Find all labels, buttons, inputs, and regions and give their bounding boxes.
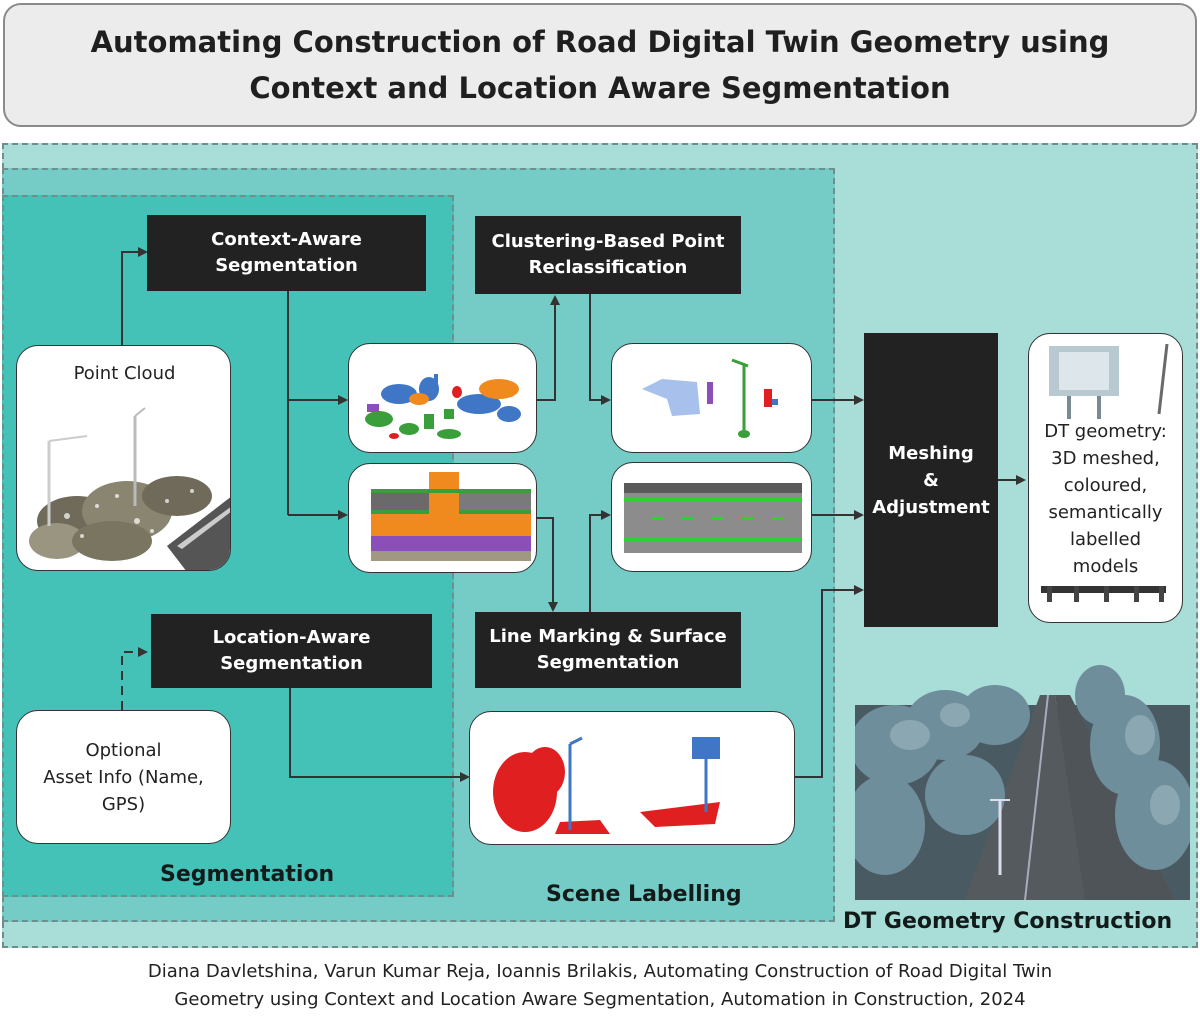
- context-segmentation-image: [365, 374, 521, 439]
- reclassification-result-card: [611, 343, 812, 453]
- output-line-2: 3D meshed,: [1051, 448, 1160, 469]
- arrow-pointcloud-to-context: [121, 247, 148, 345]
- road-mesh-image: [855, 665, 1190, 900]
- arrow-result-a-to-clustering: [537, 295, 560, 401]
- line-markings-result-card: [611, 462, 812, 572]
- point-cloud-card: Point Cloud: [16, 345, 231, 571]
- output-models-image: [1041, 343, 1169, 602]
- location-segmentation-image: [493, 736, 720, 834]
- dt-geometry-output-card: [1028, 333, 1183, 623]
- output-line-3: coloured,: [1063, 475, 1148, 496]
- context-aware-segmentation-step: Context-Aware Segmentation: [147, 215, 426, 291]
- point-cloud-image: [29, 407, 230, 570]
- location-segmentation-result-card: [469, 711, 795, 845]
- output-line-5: labelled: [1069, 529, 1142, 550]
- optional-asset-info-text: Optional Asset Info (Name, GPS): [43, 737, 204, 818]
- scene-labelling-region-label: Scene Labelling: [546, 882, 742, 907]
- dt-geometry-construction-region-label: DT Geometry Construction: [843, 909, 1173, 934]
- output-description: DT geometry: 3D meshed, coloured, semant…: [1028, 418, 1183, 580]
- clustering-label-1: Clustering-Based Point: [491, 231, 725, 252]
- meshing-adjustment-step: Meshing & Adjustment: [864, 333, 998, 627]
- line-marking-surface-segmentation-step: Line Marking & Surface Segmentation: [475, 612, 741, 688]
- arrow-location-to-asset-card: [289, 688, 470, 782]
- output-line-1: DT geometry:: [1044, 421, 1167, 442]
- citation-line-2: Geometry using Context and Location Awar…: [174, 989, 1026, 1010]
- location-aware-label-1: Location-Aware: [212, 627, 371, 648]
- output-line-4: semantically: [1048, 502, 1163, 523]
- context-aware-label-2: Segmentation: [215, 255, 358, 276]
- output-line-6: models: [1072, 556, 1139, 577]
- optional-line-3: GPS): [101, 793, 146, 815]
- citation: Diana Davletshina, Varun Kumar Reja, Ioa…: [0, 958, 1200, 1014]
- point-cloud-label: Point Cloud: [73, 363, 176, 384]
- clustering-label-2: Reclassification: [528, 257, 688, 278]
- surface-segmentation-result-card: [348, 463, 537, 573]
- line-marking-label-1: Line Marking & Surface: [489, 626, 727, 647]
- surface-segmentation-image: [371, 472, 531, 561]
- meshing-label-3: Adjustment: [872, 496, 990, 518]
- meshing-label-1: Meshing: [888, 442, 974, 464]
- optional-line-2: Asset Info (Name,: [43, 766, 204, 788]
- line-markings-image: [624, 483, 802, 553]
- location-aware-segmentation-step: Location-Aware Segmentation: [151, 614, 432, 688]
- arrow-optional-to-location: [121, 647, 148, 710]
- context-segmentation-result-card: [348, 343, 537, 453]
- segmentation-region-label: Segmentation: [160, 862, 335, 887]
- title-line-2: Context and Location Aware Segmentation: [249, 71, 951, 105]
- optional-line-1: Optional: [85, 739, 162, 761]
- line-marking-label-2: Segmentation: [536, 652, 680, 673]
- arrow-result-b-to-line-marking: [537, 517, 558, 612]
- arrow-line-marking-to-markings: [589, 510, 611, 612]
- citation-line-1: Diana Davletshina, Varun Kumar Reja, Ioa…: [147, 961, 1053, 982]
- title-line-1: Automating Construction of Road Digital …: [90, 25, 1110, 59]
- optional-asset-info-card: Optional Asset Info (Name, GPS): [16, 710, 231, 844]
- arrow-asset-card-to-meshing: [795, 585, 864, 778]
- arrow-clustering-to-reclass: [589, 294, 611, 405]
- reclassification-image: [642, 358, 778, 438]
- meshing-label-2: &: [923, 469, 939, 491]
- clustering-based-reclassification-step: Clustering-Based Point Reclassification: [475, 216, 741, 294]
- context-aware-label-1: Context-Aware: [211, 229, 362, 250]
- title-box: Automating Construction of Road Digital …: [3, 3, 1197, 127]
- location-aware-label-2: Segmentation: [220, 653, 363, 674]
